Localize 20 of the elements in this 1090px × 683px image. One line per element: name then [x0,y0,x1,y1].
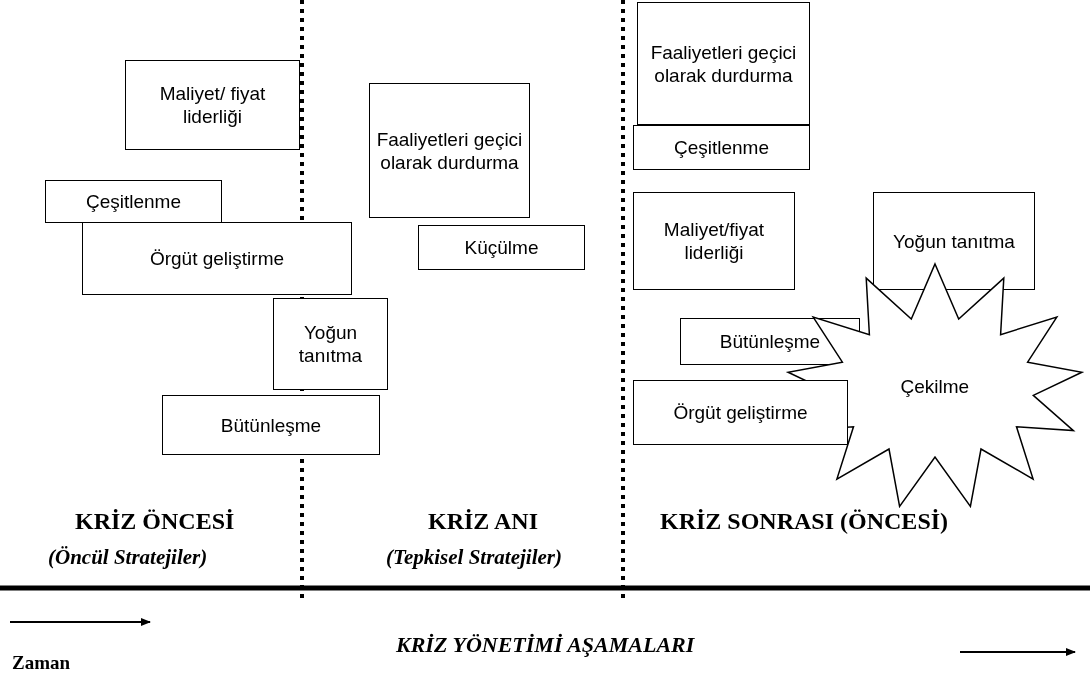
phase-subtitle: (Tepkisel Stratejiler) [386,545,562,570]
phase-subtitle: (Öncül Stratejiler) [48,545,208,570]
strategy-box: Maliyet/fiyat liderliği [633,192,795,290]
axis-title: KRİZ YÖNETİMİ AŞAMALARI [396,632,695,658]
strategy-box: Yoğun tanıtma [873,192,1035,290]
node-text: Çekilme [900,376,970,398]
strategy-box: Bütünleşme [162,395,380,455]
axis-label: Zaman [12,652,71,674]
phase-heading: KRİZ SONRASI (ÖNCESİ) [660,508,949,535]
strategy-box: Çeşitlenme [633,125,810,170]
strategy-box: Faaliyetleri geçici olarak durdurma [637,2,810,125]
strategy-box: Maliyet/ fiyat liderliği [125,60,300,150]
phase-heading: KRİZ ANI [428,508,539,535]
strategy-box: Örgüt geliştirme [633,380,848,445]
strategy-box: Yoğun tanıtma [273,298,388,390]
strategy-box: Çeşitlenme [45,180,222,223]
phase-heading: KRİZ ÖNCESİ [75,508,235,535]
strategy-box: Örgüt geliştirme [82,222,352,295]
strategy-box: Küçülme [418,225,585,270]
strategy-box: Faaliyetleri geçici olarak durdurma [369,83,530,218]
